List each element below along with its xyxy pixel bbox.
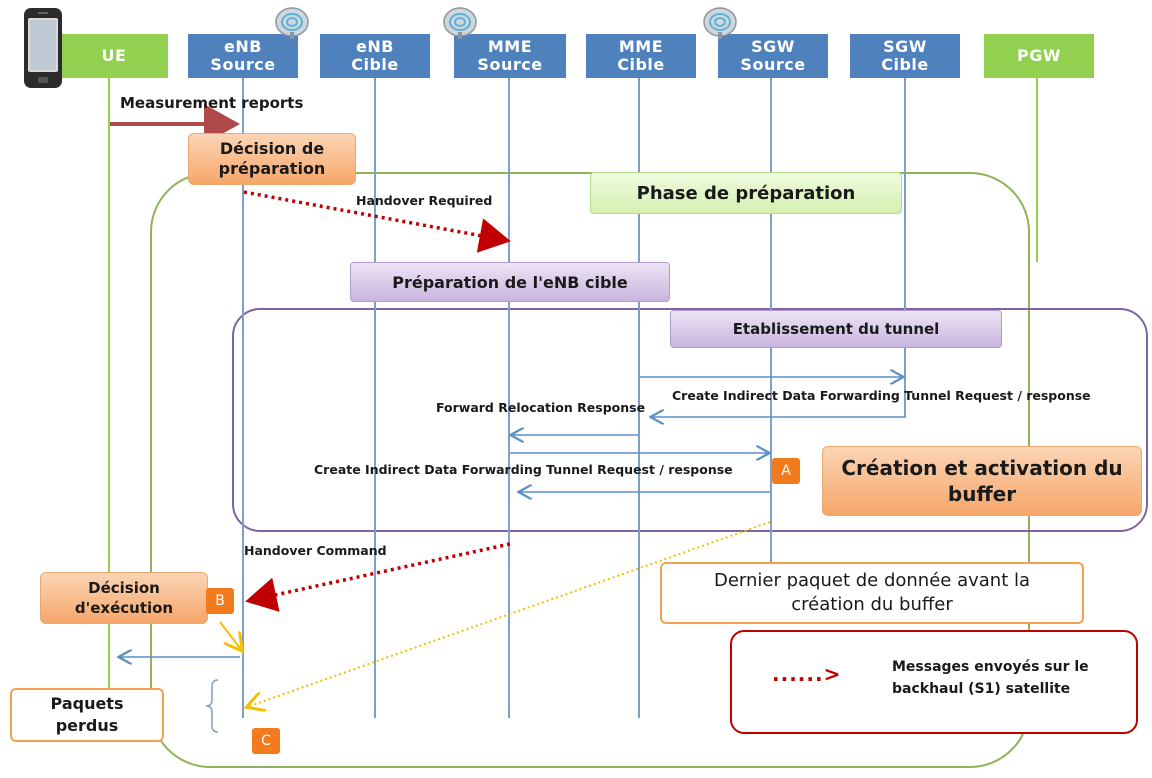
enb-source-label-1: eNB (224, 37, 262, 56)
tunnel-phase-region (232, 308, 1148, 532)
preparation-phase-text: Phase de préparation (636, 182, 856, 204)
decision-b-arrow (219, 621, 240, 648)
tunnel-phase-label: Etablissement du tunnel (670, 310, 1002, 348)
mme-cible-lifeline (638, 78, 640, 718)
lost-packets-line-1: Paquets (50, 694, 124, 713)
sgw-cible-label-1: SGW (883, 37, 927, 56)
badge-c: C (252, 728, 280, 754)
mme-cible-label-1: MME (618, 37, 664, 56)
pgw-label: PGW (1016, 46, 1061, 65)
decision-preparation-line-2: préparation (218, 159, 326, 178)
sgw-cible-node: SGW Cible (850, 34, 960, 78)
decision-execution-line-1: Décision (88, 579, 160, 597)
last-packet-arrow (250, 521, 771, 706)
badge-b: B (206, 588, 234, 614)
ue-node: UE (60, 34, 168, 78)
pgw-node: PGW (984, 34, 1094, 78)
create-indirect-label-2: Create Indirect Data Forwarding Tunnel R… (314, 462, 733, 477)
enb-cible-label-2: Cible (351, 55, 399, 74)
pgw-lifeline (1036, 78, 1038, 262)
mme-source-lifeline (508, 78, 510, 718)
lost-packets-line-2: perdus (55, 716, 119, 735)
sgw-cible-label-2: Cible (881, 55, 929, 74)
mme-source-label-2: Source (477, 55, 543, 74)
enb-cible-node: eNB Cible (320, 34, 430, 78)
sgw-source-label-2: Source (740, 55, 806, 74)
tunnel-phase-text: Etablissement du tunnel (732, 320, 940, 338)
mme-source-node: MME Source (454, 34, 566, 78)
decision-execution-box: Décision d'exécution (40, 572, 208, 624)
satellite-dish-icon (275, 7, 309, 39)
legend-text: Messages envoyés sur le backhaul (S1) sa… (892, 656, 1089, 700)
phone-icon (24, 8, 62, 88)
mme-source-label-1: MME (487, 37, 533, 56)
handover-command-label: Handover Command (244, 543, 387, 558)
handover-command-arrow (245, 542, 511, 612)
decision-preparation-box: Décision de préparation (188, 133, 356, 185)
creation-buffer-line-2: buffer (947, 482, 1017, 506)
legend-text-line-2: backhaul (S1) satellite (892, 681, 1071, 697)
legend-text-line-1: Messages envoyés sur le (892, 659, 1089, 675)
handover-required-label: Handover Required (356, 193, 493, 208)
creation-buffer-box: Création et activation du buffer (822, 446, 1142, 516)
enb-source-label-2: Source (210, 55, 276, 74)
ue-label: UE (101, 46, 127, 65)
decision-preparation-line-1: Décision de (219, 139, 325, 158)
create-indirect-label-1: Create Indirect Data Forwarding Tunnel R… (672, 388, 1091, 403)
enb-cible-label-1: eNB (356, 37, 394, 56)
handover-required-arrow (243, 190, 511, 253)
enb-cible-prep-label: Préparation de l'eNB cible (350, 262, 670, 302)
enb-cible-prep-text: Préparation de l'eNB cible (392, 272, 628, 292)
sgw-cible-lifeline (904, 78, 906, 418)
enb-cible-lifeline (374, 78, 376, 718)
lost-packets-bracket (205, 679, 219, 733)
sgw-source-node: SGW Source (718, 34, 828, 78)
mme-cible-node: MME Cible (586, 34, 696, 78)
decision-execution-line-2: d'exécution (74, 599, 174, 617)
measurement-reports-label: Measurement reports (120, 94, 304, 112)
satellite-dish-icon (703, 7, 737, 39)
enb-source-lifeline (242, 78, 244, 718)
mme-cible-label-2: Cible (617, 55, 665, 74)
lost-packets-box: Paquets perdus (10, 688, 164, 742)
creation-buffer-line-1: Création et activation du (841, 456, 1123, 480)
badge-a: A (772, 458, 800, 484)
last-packet-box: Dernier paquet de donnée avant la créati… (660, 562, 1084, 624)
preparation-phase-label: Phase de préparation (590, 172, 902, 214)
last-packet-line-1: Dernier paquet de donnée avant la (713, 570, 1031, 591)
satellite-dish-icon (443, 7, 477, 39)
legend-box: ......> Messages envoyés sur le backhaul… (730, 630, 1138, 734)
forward-relocation-label: Forward Relocation Response (436, 400, 646, 415)
legend-dotted-arrow-icon: ......> (772, 662, 842, 686)
last-packet-line-2: création du buffer (791, 594, 953, 615)
sgw-source-label-1: SGW (751, 37, 795, 56)
enb-source-node: eNB Source (188, 34, 298, 78)
ue-lifeline (108, 78, 110, 718)
